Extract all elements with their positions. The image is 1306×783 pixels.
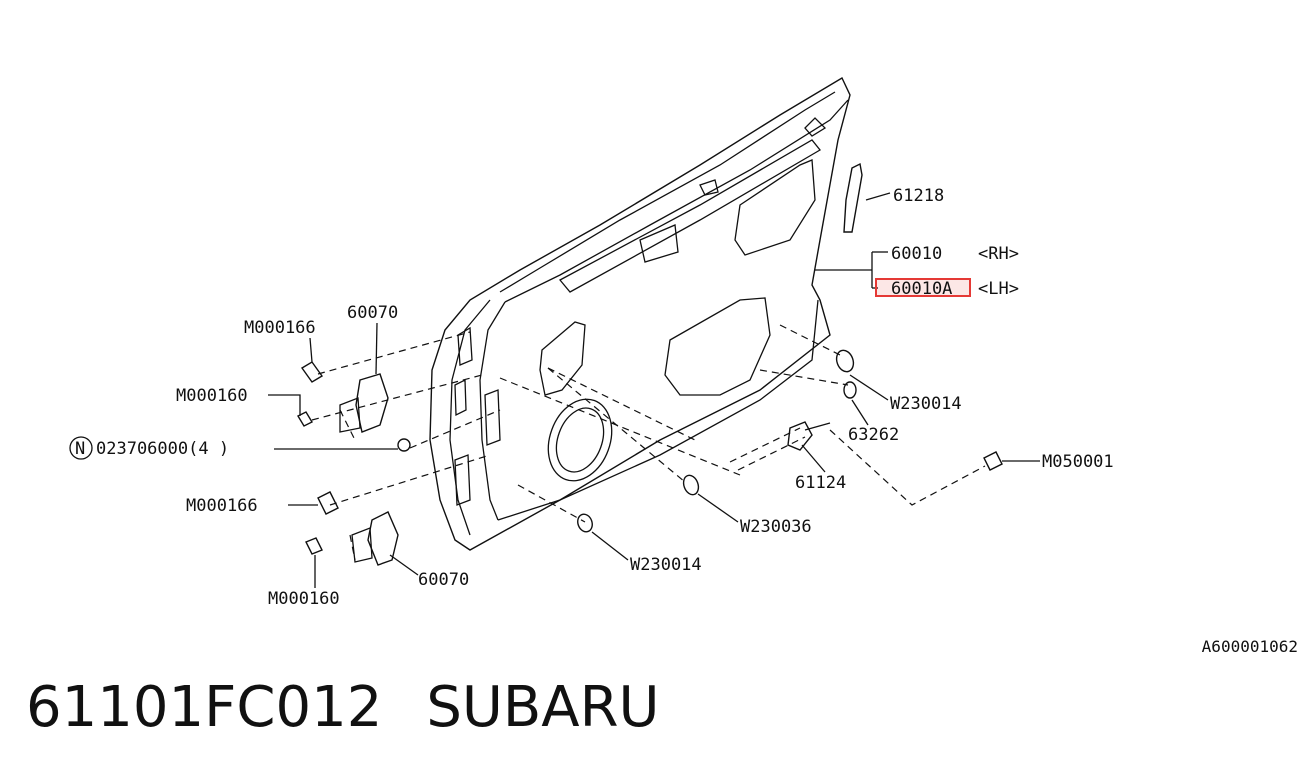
label-60070-bottom[interactable]: 60070 <box>418 570 469 590</box>
label-w230014-bottom[interactable]: W230014 <box>630 555 702 575</box>
leader-lines <box>268 192 1040 588</box>
label-60010a[interactable]: 60010A <box>891 279 952 299</box>
label-61124[interactable]: 61124 <box>795 473 846 493</box>
label-60010-rh: <RH> <box>978 244 1019 264</box>
highlight-box-60010a[interactable] <box>875 278 971 297</box>
label-60070-top[interactable]: 60070 <box>347 303 398 323</box>
label-m000160-bottom[interactable]: M000160 <box>268 589 340 609</box>
label-m000166-bottom[interactable]: M000166 <box>186 496 258 516</box>
label-m000166-top[interactable]: M000166 <box>244 318 316 338</box>
highlight-fill <box>876 279 970 296</box>
label-61218[interactable]: 61218 <box>893 186 944 206</box>
label-63262[interactable]: 63262 <box>848 425 899 445</box>
label-n-symbol: N <box>75 439 85 459</box>
label-023706000[interactable]: 023706000(4 ) <box>96 439 229 459</box>
small-parts-drawing <box>297 162 1003 566</box>
label-m050001[interactable]: M050001 <box>1042 452 1114 472</box>
label-w230014-right[interactable]: W230014 <box>890 394 962 414</box>
label-m000160-top[interactable]: M000160 <box>176 386 248 406</box>
label-60010a-lh: <LH> <box>978 279 1019 299</box>
n-circle-icon <box>69 436 93 460</box>
footer-brand: SUBARU <box>426 675 660 740</box>
label-60010[interactable]: 60010 <box>891 244 942 264</box>
label-w230036[interactable]: W230036 <box>740 517 812 537</box>
reference-code: A600001062 <box>1201 637 1298 656</box>
door-panel-drawing <box>429 77 851 551</box>
footer-part-number: 61101FC012 <box>26 675 383 740</box>
